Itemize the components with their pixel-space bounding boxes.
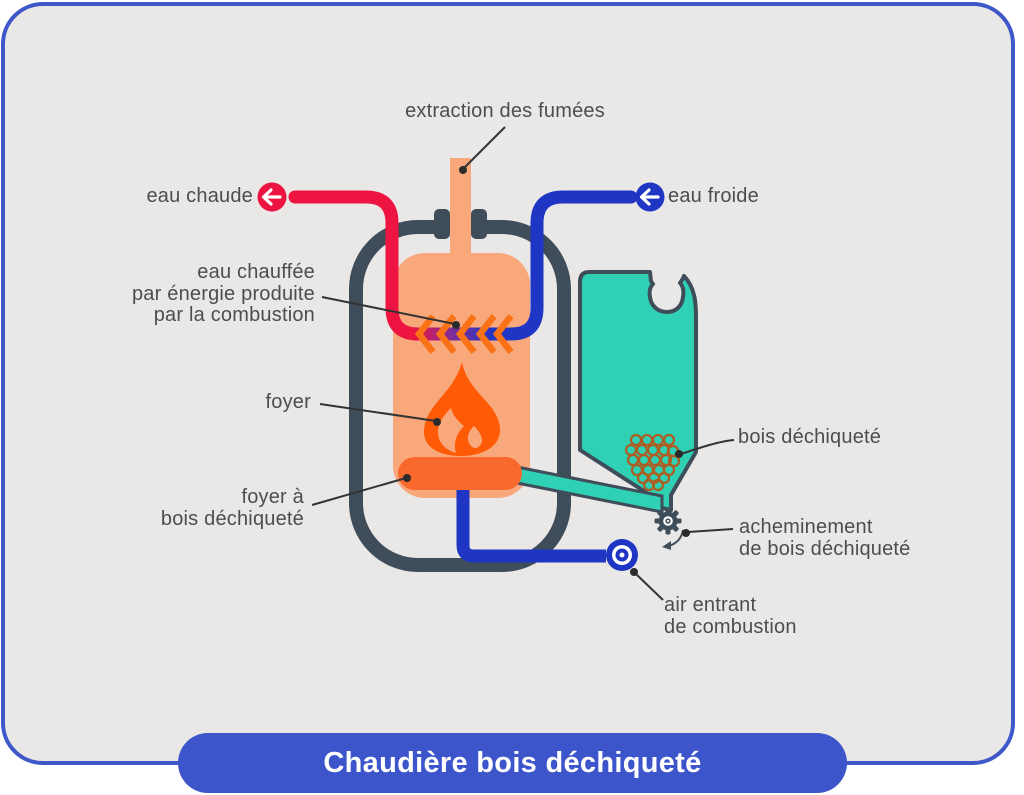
gear-icon bbox=[654, 507, 682, 535]
air-inlet-icon bbox=[606, 539, 638, 571]
label-eau-chaude: eau chaude bbox=[146, 185, 253, 207]
label-foyer-bois: foyer à bois déchiqueté bbox=[100, 486, 304, 530]
label-line: foyer à bbox=[241, 486, 304, 508]
label-bois-dechiquete: bois déchiqueté bbox=[738, 426, 882, 448]
hot-water-arrow-icon bbox=[257, 182, 287, 212]
chip-burner-bed bbox=[398, 457, 522, 490]
hot-water-pipe bbox=[288, 190, 457, 341]
flue-collar-left bbox=[434, 209, 450, 239]
flame-icon bbox=[424, 362, 500, 456]
label-line: air entrant bbox=[664, 594, 757, 616]
label-eau-froide: eau froide bbox=[668, 185, 759, 207]
flue-pipe bbox=[450, 158, 471, 258]
label-line: acheminement bbox=[739, 516, 873, 538]
label-air-entrant: air entrant de combustion bbox=[664, 594, 854, 638]
label-line: bois déchiqueté bbox=[160, 507, 304, 530]
connector-dots bbox=[403, 166, 690, 576]
label-connectors bbox=[311, 126, 735, 601]
label-line: eau chauffée bbox=[197, 261, 315, 283]
label-foyer: foyer bbox=[265, 391, 311, 413]
label-line: de bois déchiqueté bbox=[739, 538, 911, 560]
label-line: par la combustion bbox=[153, 304, 315, 326]
rotation-arrow-icon bbox=[662, 529, 684, 550]
label-line: par énergie produite bbox=[131, 282, 315, 305]
cold-water-pipe bbox=[469, 190, 638, 341]
combustion-air-pipe bbox=[456, 482, 606, 563]
cold-water-arrow-icon bbox=[635, 182, 665, 212]
diagram-title: Chaudière bois déchiqueté bbox=[323, 746, 702, 779]
label-extraction-fumees: extraction des fumées bbox=[405, 100, 605, 122]
flue-collar-right bbox=[471, 209, 487, 239]
wood-chips-pattern bbox=[624, 433, 681, 492]
label-acheminement: acheminement de bois déchiqueté bbox=[739, 516, 969, 560]
label-line: de combustion bbox=[664, 616, 797, 638]
title-banner: Chaudière bois déchiqueté bbox=[178, 733, 847, 793]
label-eau-chauffee: eau chauffée par énergie produite par la… bbox=[58, 261, 315, 327]
